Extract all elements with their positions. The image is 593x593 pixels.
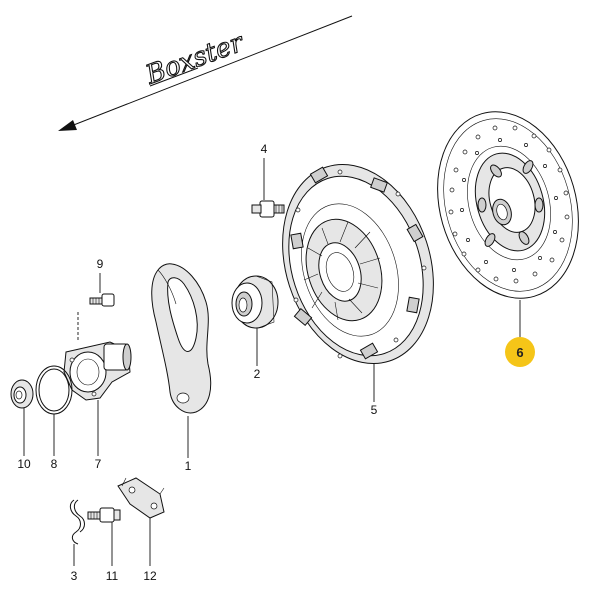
cover-mounting-lugs bbox=[290, 166, 424, 360]
callout-2[interactable]: 2 bbox=[254, 367, 261, 381]
shaft-seal[interactable] bbox=[10, 379, 34, 409]
screw-9[interactable] bbox=[89, 293, 115, 307]
brand-logo: Boxster bbox=[141, 27, 250, 92]
callout-6[interactable]: 6 bbox=[516, 345, 523, 360]
brand-underline bbox=[149, 67, 199, 87]
callout-3[interactable]: 3 bbox=[71, 569, 78, 583]
friction-rivets bbox=[448, 125, 570, 284]
bleed-screw[interactable] bbox=[87, 507, 121, 523]
release-bearing[interactable] bbox=[231, 275, 279, 329]
spring-clip[interactable] bbox=[69, 499, 85, 545]
callout-6-highlight[interactable] bbox=[505, 337, 535, 367]
diaphragm-spring-fingers bbox=[303, 221, 381, 321]
callout-9[interactable]: 9 bbox=[97, 257, 104, 271]
callout-labels: 6 4 5 2 1 9 7 8 10 3 11 12 bbox=[17, 142, 535, 583]
callout-7[interactable]: 7 bbox=[95, 457, 102, 471]
brand-logo-text: Boxster bbox=[141, 27, 249, 91]
callout-4[interactable]: 4 bbox=[261, 142, 268, 156]
callout-5[interactable]: 5 bbox=[371, 403, 378, 417]
o-ring[interactable] bbox=[35, 365, 73, 415]
bolt-4[interactable] bbox=[251, 200, 285, 218]
cover-bolt-holes bbox=[293, 169, 427, 359]
guide-tube[interactable] bbox=[63, 341, 132, 401]
release-fork[interactable] bbox=[151, 263, 212, 414]
callout-10[interactable]: 10 bbox=[17, 457, 31, 471]
direction-arrow bbox=[58, 15, 353, 131]
pressure-plate[interactable] bbox=[258, 145, 458, 384]
callout-12[interactable]: 12 bbox=[143, 569, 157, 583]
damper-spring-windows bbox=[477, 160, 544, 247]
clutch-disc[interactable] bbox=[416, 95, 593, 315]
callout-8[interactable]: 8 bbox=[51, 457, 58, 471]
bracket[interactable] bbox=[117, 477, 165, 519]
callout-11[interactable]: 11 bbox=[106, 569, 119, 583]
callout-1[interactable]: 1 bbox=[185, 459, 192, 473]
